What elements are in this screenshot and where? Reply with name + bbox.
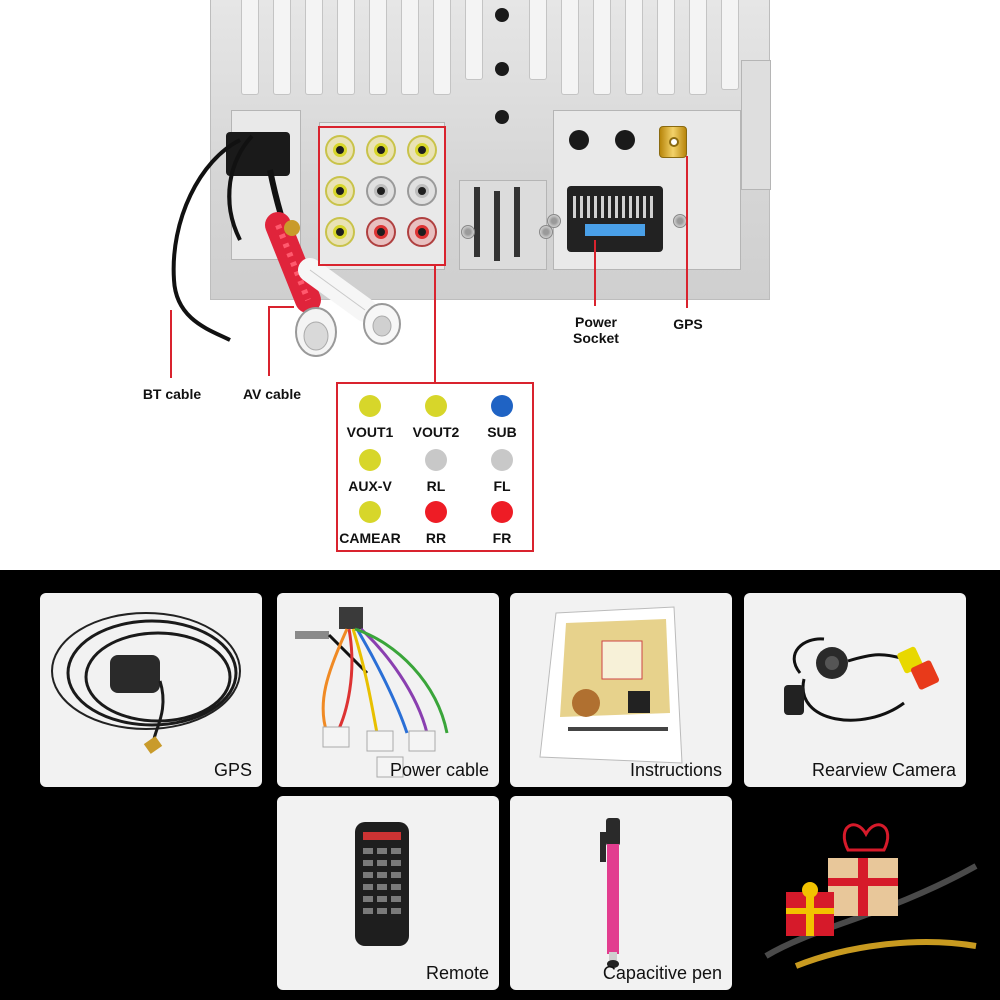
heat-sink-fin [561,0,579,95]
legend-color-dot [359,501,381,523]
mount-hole [569,130,589,150]
legend-color-dot [359,395,381,417]
heat-sink-fin [337,0,355,95]
vent-block [459,180,547,270]
heat-sink-fin [529,0,547,80]
mount-hole [495,8,509,22]
heat-sink-fin [689,0,707,95]
power-socket-label-line1: Power [574,314,617,330]
accessory-label: Capacitive pen [602,963,722,983]
legend-color-dot [491,449,513,471]
rca-jack [407,217,437,247]
connector-legend [336,382,534,552]
legend-color-dot [491,395,513,417]
remote-control-icon [355,822,409,946]
connection-diagram: BT cable AV cable Power Socket GPS VOUT1… [142,0,771,552]
callout-line [268,306,294,308]
screw [673,214,687,228]
heat-sink-fin [657,0,675,95]
rca-jack [325,217,355,247]
gps-label: GPS [673,316,703,332]
legend-label: AUX-V [348,478,392,494]
rca-jack [325,176,355,206]
accessory-card-rearview-camera: Rearview Camera [744,593,966,787]
cables-illustration [171,132,401,357]
heat-sink-fin [401,0,419,95]
legend-color-dot [425,449,447,471]
legend-label: CAMEAR [339,530,401,546]
accessory-card-capacitive-pen: Capacitive pen [510,796,732,990]
callout-line [434,266,436,384]
callout-line [686,156,688,308]
legend-color-dot [491,501,513,523]
screw [539,225,553,239]
stylus-icon [600,818,620,968]
bt-cable-label: BT cable [142,386,202,402]
legend-color-dot [425,395,447,417]
legend-color-dot [359,449,381,471]
manual-icon [539,606,683,764]
heat-sink-fin [433,0,451,95]
legend-label: RL [426,478,446,494]
accessory-label: Instructions [629,760,722,780]
heat-sink-fin [241,0,259,95]
side-plate [741,60,771,190]
screw [547,214,561,228]
screw [461,225,475,239]
legend-label: VOUT1 [346,424,394,440]
accessory-label: GPS [213,760,252,780]
camera-icon [784,637,940,722]
gps-connector [659,126,687,158]
heat-sink-fin [369,0,387,95]
accessory-card-remote: Remote [277,796,499,990]
callout-line [170,310,172,378]
accessory-card-gps: GPS [40,593,262,787]
rca-jack [407,135,437,165]
accessory-label: Rearview Camera [811,760,956,780]
rca-jack [366,217,396,247]
callout-line [268,306,270,376]
rca-jack [407,176,437,206]
gift-box-icon [764,823,978,969]
accessory-label: Power cable [389,760,489,780]
callout-line [594,240,596,306]
heat-sink-fin [465,0,483,80]
av-cable-label: AV cable [242,386,302,402]
gps-antenna-icon [51,612,241,754]
legend-label: RR [425,530,447,546]
mount-hole [495,110,509,124]
head-unit-back-panel [210,0,771,300]
accessory-card-power-cable: Power cable [277,593,499,787]
mount-hole [615,130,635,150]
power-socket-label-line2: Socket [573,330,619,346]
heat-sink-fin [721,0,739,90]
rca-jack [366,135,396,165]
heat-sink-fin [625,0,643,95]
accessories-section: GPS Power cable Ins [0,570,1000,1000]
mount-hole [495,62,509,76]
legend-label: VOUT2 [412,424,460,440]
rca-highlight-box [318,126,446,266]
legend-label: FR [492,530,512,546]
power-socket [567,186,663,252]
heat-sink-fin [305,0,323,95]
wiring-harness-icon [295,607,449,778]
rca-jack [325,135,355,165]
accessory-label: Remote [425,963,489,983]
heat-sink-fin [273,0,291,95]
rca-jack [366,176,396,206]
power-socket-label: Power Socket [560,314,632,346]
heat-sink-fin [593,0,611,95]
legend-color-dot [425,501,447,523]
legend-label: SUB [487,424,517,440]
legend-label: FL [493,478,511,494]
accessory-card-instructions: Instructions [510,593,732,787]
